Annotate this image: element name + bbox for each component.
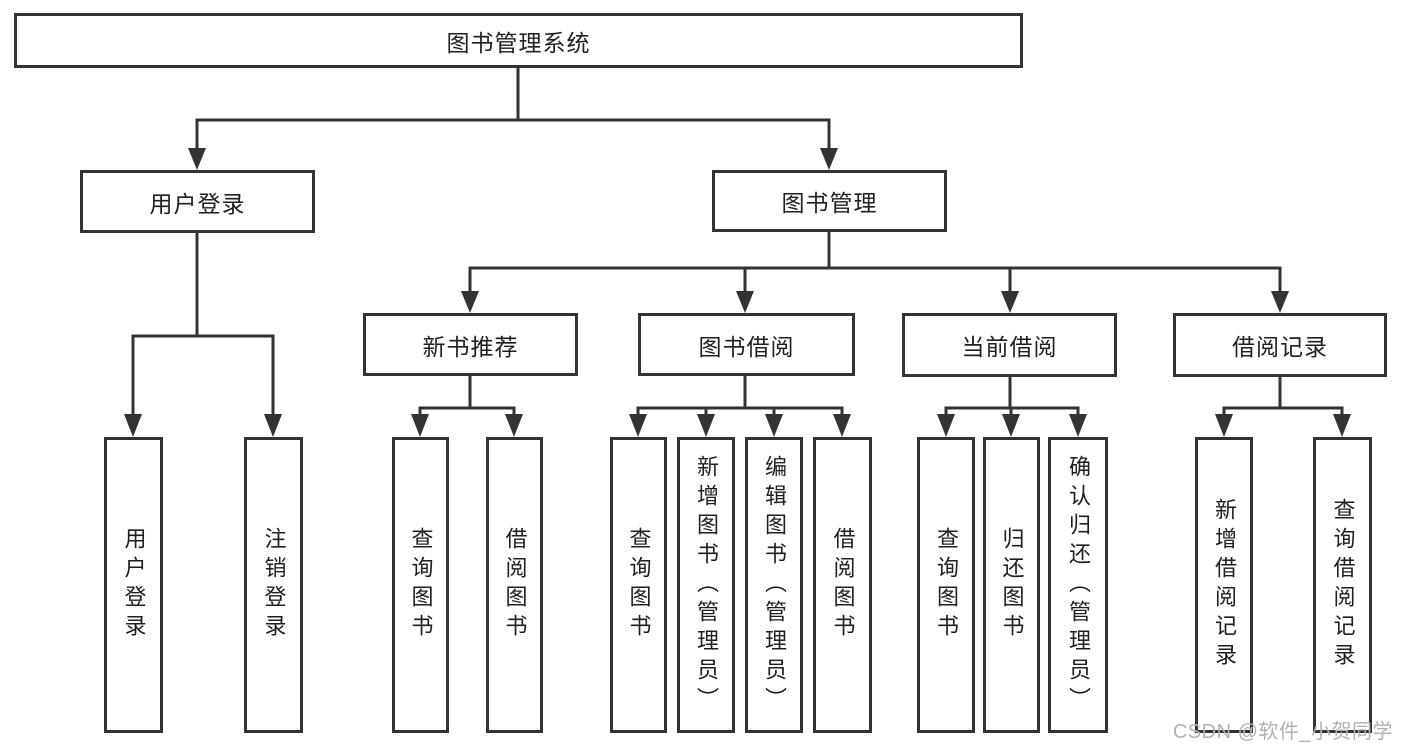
- node-label: 注销登录: [261, 527, 287, 643]
- node-label: 编辑图书（管理员）: [762, 454, 787, 716]
- node-label: 图书借阅: [698, 333, 795, 360]
- arrowheads: [124, 148, 1351, 437]
- node-label: 图书管理系统: [446, 29, 591, 56]
- leaf-current-return-book: 归还图书: [983, 437, 1040, 733]
- leaf-record-query-borrow-record: 查询借阅记录: [1313, 437, 1372, 733]
- leaf-logout: 注销登录: [244, 437, 303, 733]
- leaf-borrow-query-book: 查询图书: [610, 437, 667, 733]
- node-label: 新增借阅记录: [1212, 498, 1237, 672]
- node-label: 归还图书: [999, 527, 1025, 643]
- node-new-book-recommend: 新书推荐: [363, 313, 578, 376]
- node-label: 用户登录: [149, 190, 246, 217]
- node-label: 查询图书: [626, 527, 652, 643]
- leaf-current-confirm-return-admin: 确认归还（管理员）: [1048, 437, 1108, 733]
- node-user-login: 用户登录: [80, 170, 315, 233]
- node-book-borrow: 图书借阅: [638, 313, 855, 376]
- node-label: 借阅图书: [502, 527, 528, 643]
- node-label: 确认归还（管理员）: [1066, 454, 1091, 716]
- leaf-record-add-borrow-record: 新增借阅记录: [1195, 437, 1253, 733]
- node-label: 新增图书（管理员）: [694, 454, 719, 716]
- node-label: 借阅记录: [1232, 334, 1328, 360]
- node-root: 图书管理系统: [14, 13, 1023, 68]
- node-label: 查询图书: [408, 527, 434, 643]
- leaf-borrow-edit-book-admin: 编辑图书（管理员）: [745, 437, 803, 733]
- node-label: 当前借阅: [961, 334, 1058, 360]
- leaf-user-login: 用户登录: [104, 437, 163, 733]
- node-label: 新书推荐: [422, 333, 519, 360]
- leaf-borrow-add-book-admin: 新增图书（管理员）: [677, 437, 735, 733]
- node-label: 用户登录: [121, 527, 147, 643]
- node-label: 借阅图书: [830, 527, 856, 643]
- node-label: 查询借阅记录: [1330, 498, 1356, 672]
- node-label: 图书管理: [781, 190, 878, 216]
- leaf-recommend-borrow-book: 借阅图书: [486, 437, 543, 733]
- watermark: CSDN @软件_小贺同学: [1172, 721, 1393, 743]
- leaf-current-query-book: 查询图书: [917, 437, 975, 733]
- node-label: 查询图书: [934, 527, 959, 643]
- node-borrow-record: 借阅记录: [1173, 313, 1387, 377]
- leaf-borrow-borrow-book: 借阅图书: [813, 437, 872, 733]
- node-current-borrow: 当前借阅: [902, 313, 1117, 377]
- node-book-management: 图书管理: [712, 170, 947, 232]
- leaf-recommend-query-book: 查询图书: [392, 437, 449, 733]
